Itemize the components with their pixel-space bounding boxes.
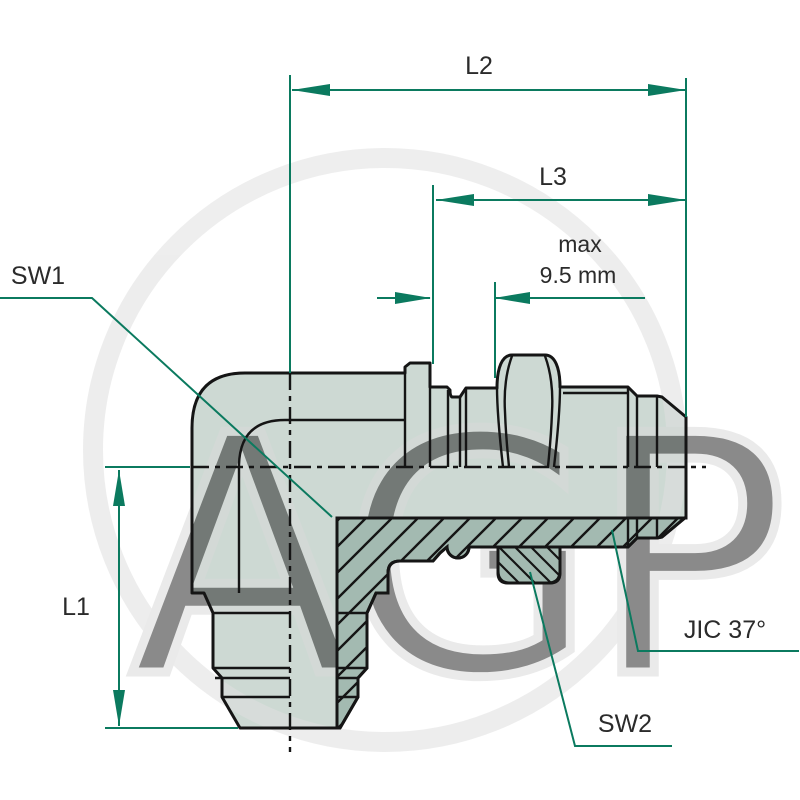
label-sw1: SW1 xyxy=(11,262,65,290)
label-sw2: SW2 xyxy=(598,710,652,738)
label-l3: L3 xyxy=(539,163,567,191)
leader-jic xyxy=(611,529,799,652)
locknut-section-hatch xyxy=(496,545,562,585)
dimension-arrows xyxy=(113,84,686,726)
leader-sw1 xyxy=(0,297,333,518)
label-max-line2: 9.5 mm xyxy=(540,262,617,288)
dimensions xyxy=(0,75,799,747)
centerlines xyxy=(192,373,706,752)
label-max-line1: max xyxy=(558,231,602,257)
label-l2: L2 xyxy=(465,52,493,80)
watermark-circle xyxy=(83,148,687,752)
watermark: AGP xyxy=(83,148,793,755)
label-jic: JIC 37° xyxy=(684,616,766,644)
fitting-outlines xyxy=(190,353,688,730)
label-l1: L1 xyxy=(62,593,90,621)
dimension-labels: L2 L3 max 9.5 mm SW1 L1 JIC 37° SW2 xyxy=(11,52,766,738)
leader-sw2 xyxy=(529,571,672,747)
